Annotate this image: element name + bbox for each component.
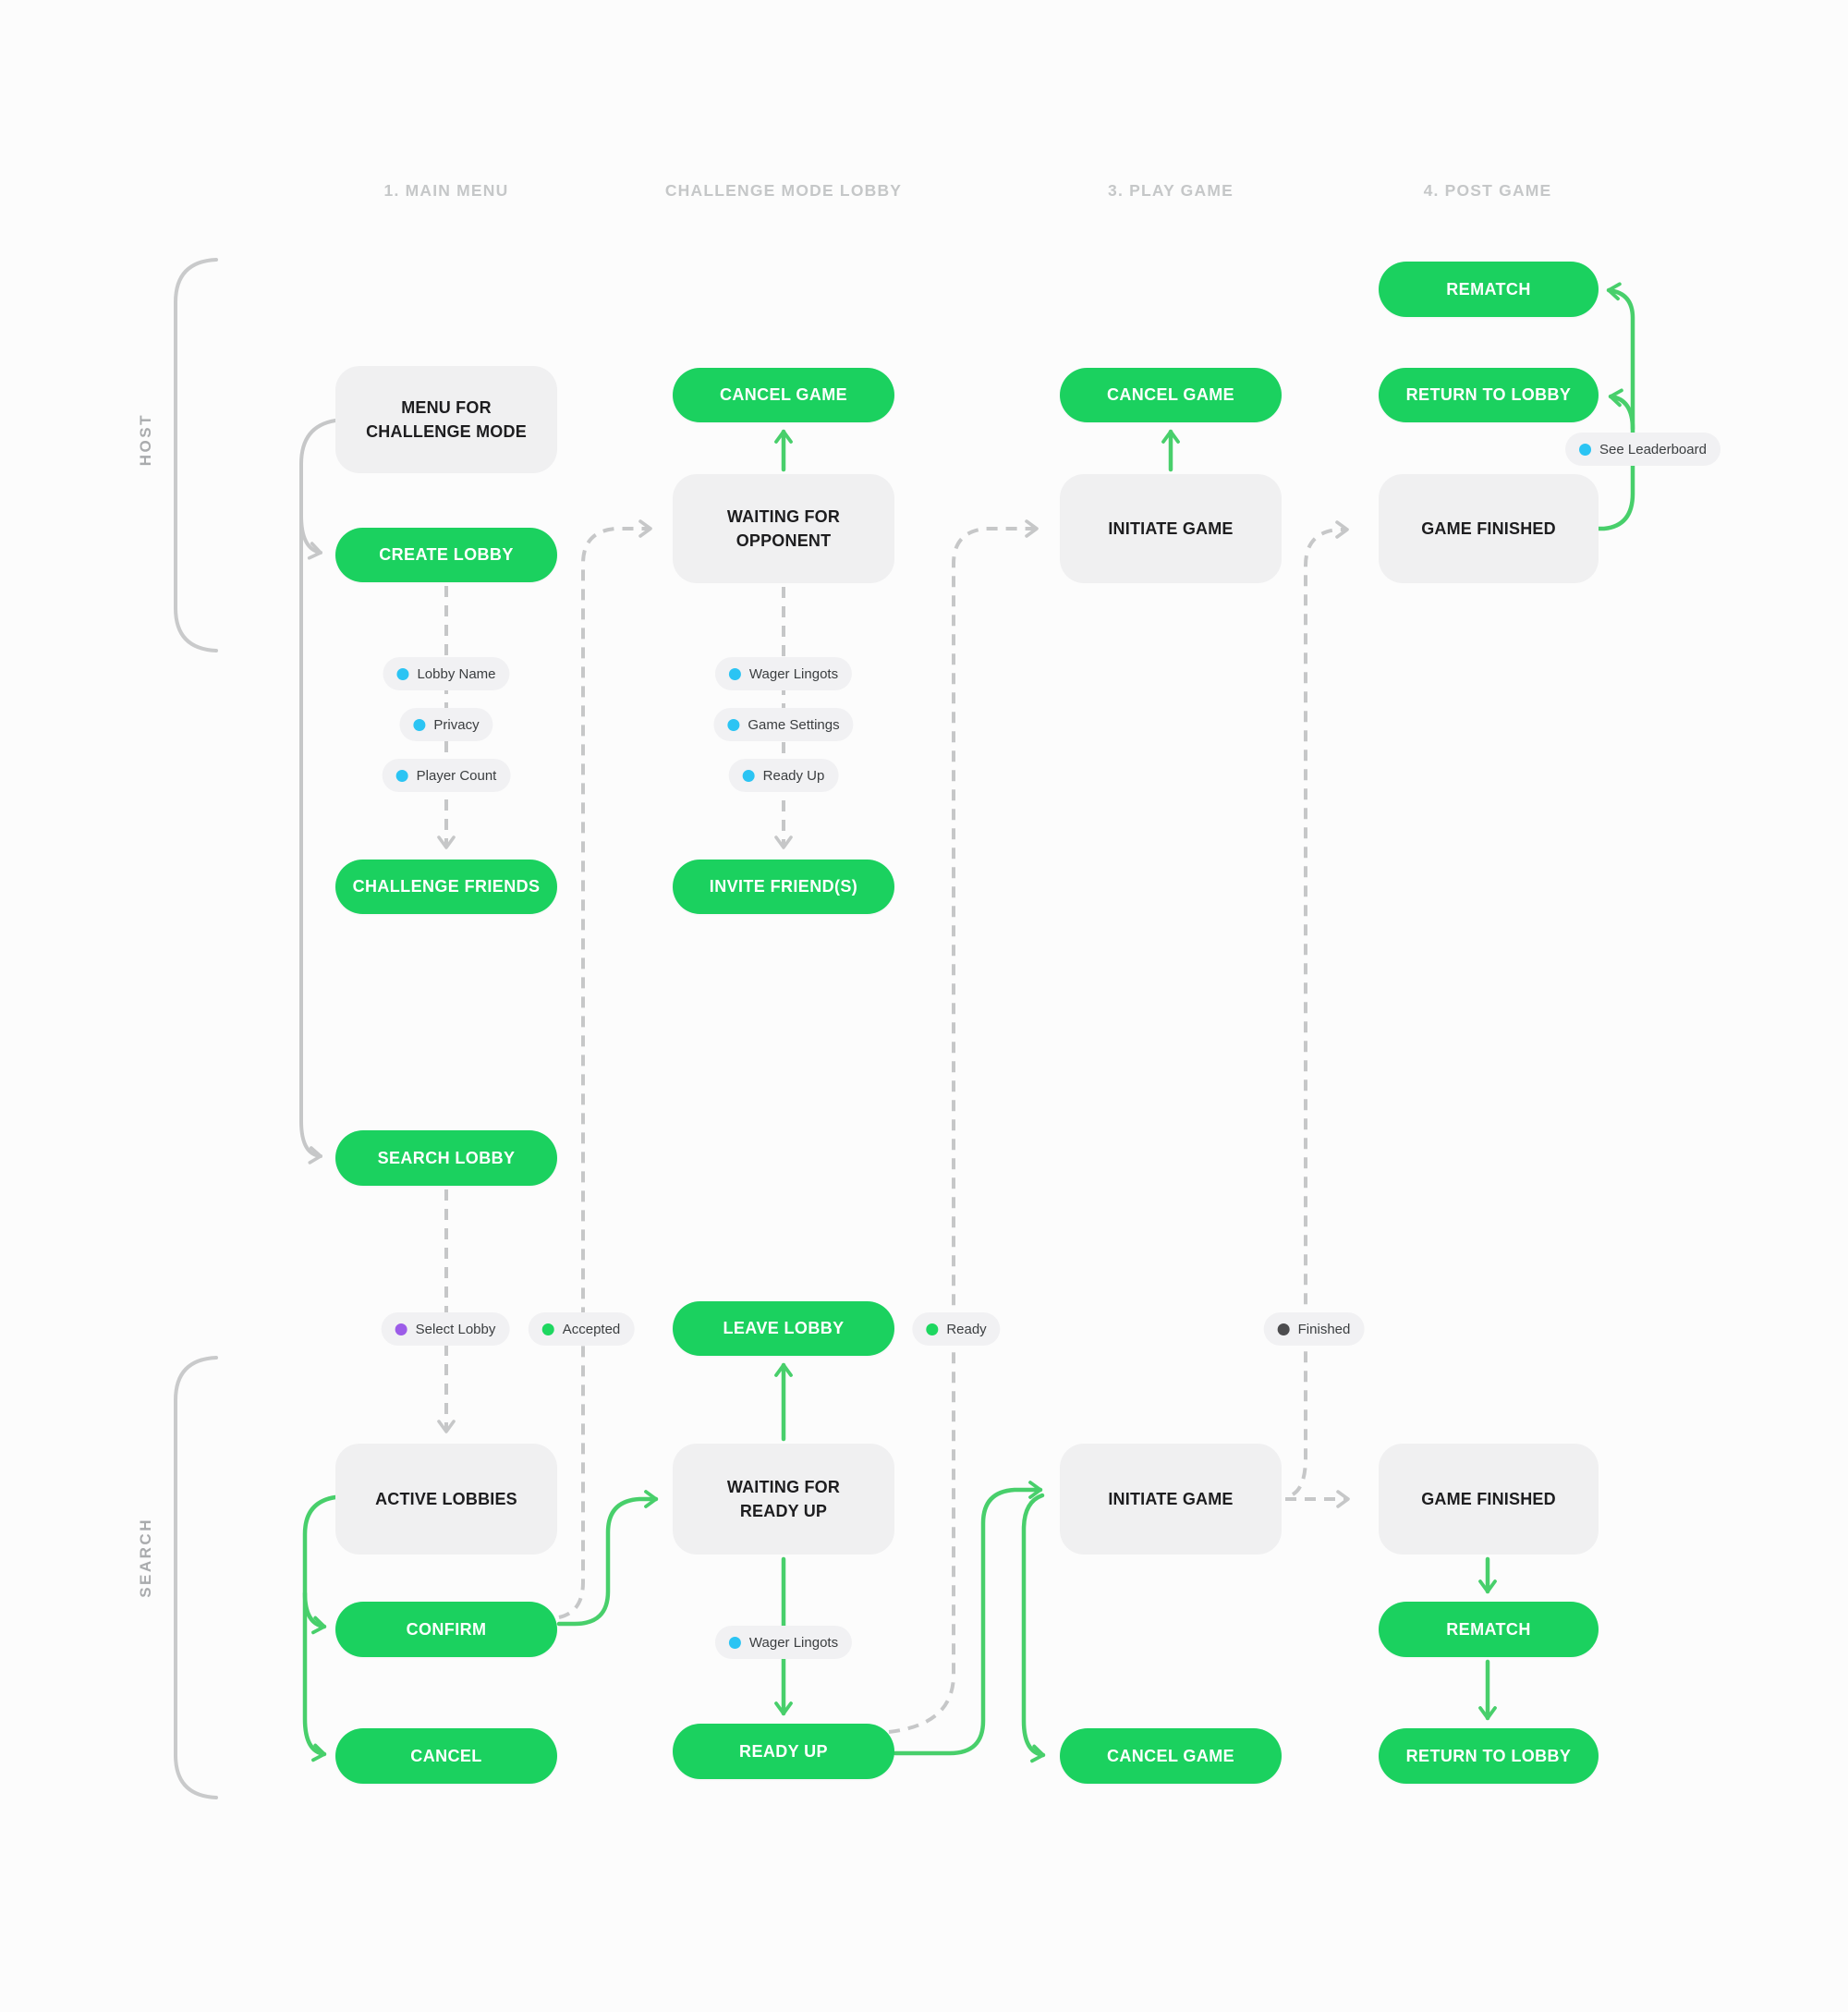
select-lobby-pill-label: Select Lobby bbox=[415, 1321, 496, 1337]
accepted-pill: Accepted bbox=[528, 1312, 635, 1346]
active-lobbies-box: ACTIVE LOBBIES bbox=[335, 1444, 557, 1555]
search-lobby-button[interactable]: SEARCH LOBBY bbox=[335, 1130, 557, 1186]
connector-confirm-to-waiting-ready-up bbox=[556, 1490, 659, 1627]
search-lane-label: SEARCH bbox=[137, 1518, 154, 1598]
search-bracket bbox=[174, 1356, 218, 1799]
accepted-pill-label: Accepted bbox=[562, 1321, 621, 1337]
ready-up-pill: Ready Up bbox=[728, 759, 839, 792]
initiate-game-search-box: INITIATE GAME bbox=[1060, 1444, 1282, 1555]
connector-ready-up-ready-to-initiate-game-host bbox=[888, 519, 1039, 1734]
lobby-name-pill-label: Lobby Name bbox=[417, 665, 496, 682]
ready-up-button[interactable]: READY UP bbox=[673, 1724, 894, 1779]
connector-menu-to-create-lobby bbox=[299, 514, 322, 560]
cancel-game-lobby-button[interactable]: CANCEL GAME bbox=[673, 368, 894, 422]
game-finished-search-box: GAME FINISHED bbox=[1379, 1444, 1599, 1555]
finished-pill-label: Finished bbox=[1297, 1321, 1351, 1337]
host-lane-label: HOST bbox=[137, 413, 154, 467]
connector-active-lobbies-to-cancel bbox=[302, 1494, 338, 1762]
select-lobby-pill: Select Lobby bbox=[381, 1312, 510, 1346]
see-leaderboard-pill: See Leaderboard bbox=[1565, 433, 1720, 466]
select-lobby-pill-dot bbox=[395, 1323, 407, 1335]
cancel-game-play-host-button[interactable]: CANCEL GAME bbox=[1060, 368, 1282, 422]
privacy-pill-label: Privacy bbox=[433, 716, 480, 733]
game-settings-pill: Game Settings bbox=[713, 708, 854, 741]
create-lobby-button[interactable]: CREATE LOBBY bbox=[335, 528, 557, 582]
ready-up-pill-dot bbox=[742, 769, 755, 782]
invite-friends-button[interactable]: INVITE FRIEND(S) bbox=[673, 860, 894, 914]
challenge-friends-button[interactable]: CHALLENGE FRIENDS bbox=[335, 860, 557, 914]
accepted-pill-dot bbox=[541, 1323, 554, 1335]
wager-lingots-lobby-pill: Wager Lingots bbox=[714, 657, 853, 690]
lobby-name-pill: Lobby Name bbox=[383, 657, 510, 690]
connector-ready-up-to-initiate-search bbox=[893, 1481, 1043, 1756]
finished-pill: Finished bbox=[1263, 1312, 1365, 1346]
player-count-pill: Player Count bbox=[382, 759, 511, 792]
see-leaderboard-pill-label: See Leaderboard bbox=[1599, 441, 1707, 457]
connector-menu-to-search-lobby bbox=[299, 419, 337, 1165]
ready-pill-label: Ready bbox=[946, 1321, 987, 1337]
connector-game-finished-to-return-host bbox=[1608, 388, 1635, 432]
game-settings-pill-dot bbox=[727, 718, 740, 731]
connector-confirm-accepted-to-waiting-opponent bbox=[558, 519, 652, 1619]
rematch-host-button[interactable]: REMATCH bbox=[1379, 262, 1599, 317]
wager-lingots-ready-pill-dot bbox=[728, 1636, 741, 1649]
column-header-play-game: 3. PLAY GAME bbox=[1108, 181, 1234, 200]
connector-game-finished-to-rematch-host bbox=[1595, 282, 1635, 531]
player-count-pill-dot bbox=[395, 769, 408, 782]
game-settings-pill-label: Game Settings bbox=[748, 716, 840, 733]
wager-lingots-lobby-pill-label: Wager Lingots bbox=[748, 665, 839, 682]
see-leaderboard-pill-dot bbox=[1579, 443, 1592, 456]
host-bracket bbox=[174, 258, 218, 652]
connector-initiate-search-to-cancel-game-search bbox=[1021, 1493, 1046, 1763]
wager-lingots-lobby-pill-dot bbox=[728, 667, 741, 680]
player-count-pill-label: Player Count bbox=[416, 767, 497, 784]
leave-lobby-button[interactable]: LEAVE LOBBY bbox=[673, 1301, 894, 1356]
game-finished-host-box: GAME FINISHED bbox=[1379, 474, 1599, 583]
privacy-pill-dot bbox=[413, 718, 426, 731]
column-header-challenge-mode-lobby: CHALLENGE MODE LOBBY bbox=[664, 181, 903, 200]
connector-active-lobbies-to-confirm bbox=[302, 1591, 327, 1635]
column-header-main-menu: 1. MAIN MENU bbox=[383, 181, 509, 200]
ready-pill: Ready bbox=[912, 1312, 1001, 1346]
finished-pill-dot bbox=[1277, 1323, 1290, 1335]
cancel-button[interactable]: CANCEL bbox=[335, 1728, 557, 1784]
connector-finished-to-game-finished-host bbox=[1291, 520, 1349, 1496]
privacy-pill: Privacy bbox=[399, 708, 493, 741]
confirm-button[interactable]: CONFIRM bbox=[335, 1602, 557, 1657]
ready-up-pill-label: Ready Up bbox=[762, 767, 825, 784]
rematch-search-button[interactable]: REMATCH bbox=[1379, 1602, 1599, 1657]
wager-lingots-ready-pill: Wager Lingots bbox=[714, 1626, 853, 1659]
lobby-name-pill-dot bbox=[396, 667, 409, 680]
initiate-game-host-box: INITIATE GAME bbox=[1060, 474, 1282, 583]
waiting-for-opponent-box: WAITING FOR OPPONENT bbox=[673, 474, 894, 583]
waiting-for-ready-up-box: WAITING FOR READY UP bbox=[673, 1444, 894, 1555]
menu-for-challenge-mode-box: MENU FOR CHALLENGE MODE bbox=[335, 366, 557, 473]
return-to-lobby-search-button[interactable]: RETURN TO LOBBY bbox=[1379, 1728, 1599, 1784]
ready-pill-dot bbox=[926, 1323, 939, 1335]
column-header-post-game: 4. POST GAME bbox=[1423, 181, 1552, 200]
return-to-lobby-host-button[interactable]: RETURN TO LOBBY bbox=[1379, 368, 1599, 422]
wager-lingots-ready-pill-label: Wager Lingots bbox=[748, 1634, 839, 1651]
cancel-game-play-search-button[interactable]: CANCEL GAME bbox=[1060, 1728, 1282, 1784]
